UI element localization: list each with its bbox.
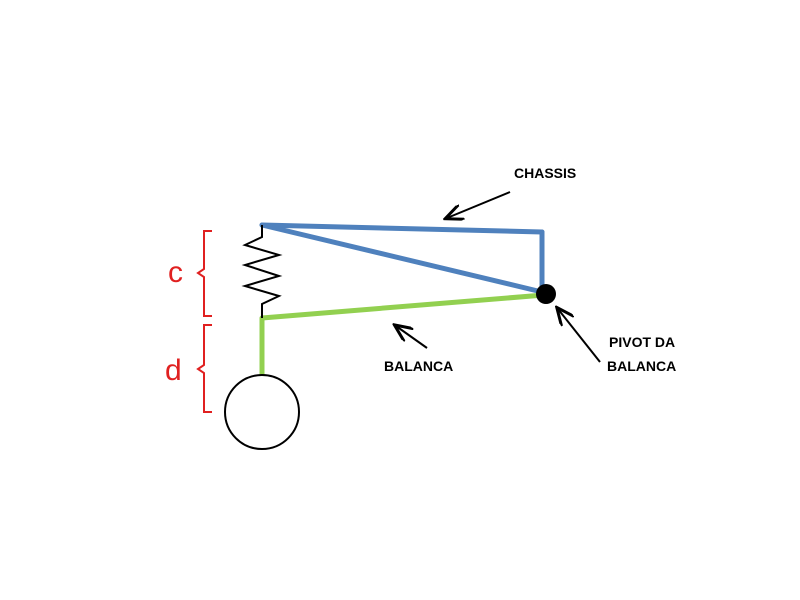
pivot-arrow bbox=[558, 309, 601, 363]
dimension-bracket-d bbox=[196, 324, 212, 413]
balanca bbox=[259, 292, 547, 375]
chassis bbox=[259, 222, 545, 295]
chassis-label: CHASSIS bbox=[514, 165, 576, 181]
balanca-arm bbox=[259, 292, 547, 321]
chassis-arrow bbox=[447, 191, 511, 218]
dimension-label-d: d bbox=[165, 354, 182, 387]
dimension-bracket-c bbox=[196, 230, 212, 317]
pivot-label-line2: BALANCA bbox=[607, 358, 676, 374]
chassis-diagonal bbox=[259, 222, 545, 295]
dimension-label-c: c bbox=[168, 256, 183, 289]
balanca-arrow bbox=[396, 326, 428, 349]
chassis-top-beam bbox=[259, 222, 545, 235]
balanca-label: BALANCA bbox=[384, 358, 453, 374]
spring bbox=[241, 225, 283, 318]
wheel bbox=[224, 374, 300, 450]
pivot-label-line1: PIVOT DA bbox=[609, 334, 675, 350]
pivot-point bbox=[536, 284, 556, 304]
